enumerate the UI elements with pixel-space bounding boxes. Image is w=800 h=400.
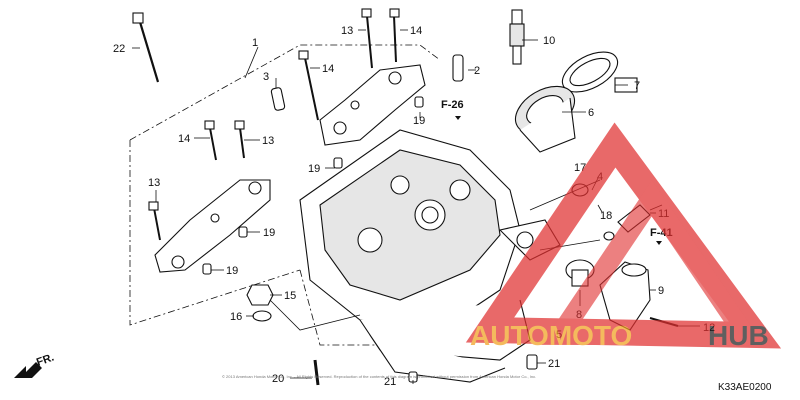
insulator-band (561, 51, 638, 93)
callout-14-left: 14 (178, 133, 190, 145)
callout-14-mid: 14 (322, 63, 334, 75)
front-marker: FR. (14, 351, 56, 378)
callout-22: 22 (113, 43, 125, 55)
callout-1: 1 (252, 37, 258, 49)
ref-f41-arrow-icon (656, 241, 662, 245)
callout-16: 16 (230, 311, 242, 323)
diagram-code: K33AE0200 (718, 382, 772, 393)
callout-21-bottom: 21 (384, 376, 396, 388)
ref-f26: F-26 (441, 99, 464, 111)
callout-14-top: 14 (410, 25, 422, 37)
callout-18: 18 (600, 210, 612, 222)
bolts (132, 8, 679, 386)
callout-21-right: 21 (548, 358, 560, 370)
callout-3: 3 (263, 71, 269, 83)
callout-13-mid: 13 (262, 135, 274, 147)
spark-plug (509, 9, 525, 65)
intake-insulator (514, 85, 576, 153)
callout-10: 10 (543, 35, 555, 47)
watermark-logo: AUTOMOTO HUB (465, 122, 782, 351)
callout-15: 15 (284, 290, 296, 302)
copyright-fine-print: © 2013 American Honda Motor Co., Inc. - … (222, 374, 536, 379)
ref-f26-arrow-icon (455, 116, 461, 120)
thermostat-cover (599, 261, 651, 331)
callout-13-left: 13 (148, 177, 160, 189)
callout-19-lower: 19 (226, 265, 238, 277)
watermark-brand-left: AUTOMOTO (470, 320, 632, 351)
assembly-boundary (129, 44, 441, 346)
callout-9: 9 (658, 285, 664, 297)
callout-6: 6 (588, 107, 594, 119)
front-label: FR. (35, 351, 56, 368)
front-arrow-icon (14, 362, 42, 378)
callout-19-mid: 19 (308, 163, 320, 175)
watermark-brand-right: HUB (708, 320, 769, 351)
callout-13-top: 13 (341, 25, 353, 37)
callout-19-upper: 19 (413, 115, 425, 127)
camshaft-holder-lower (154, 179, 271, 273)
callout-2: 2 (474, 65, 480, 77)
camshaft-holder-upper (319, 64, 426, 146)
cylinder-head (299, 129, 561, 383)
callout-7: 7 (634, 80, 640, 92)
callout-19-right: 19 (263, 227, 275, 239)
callout-20: 20 (272, 373, 284, 385)
